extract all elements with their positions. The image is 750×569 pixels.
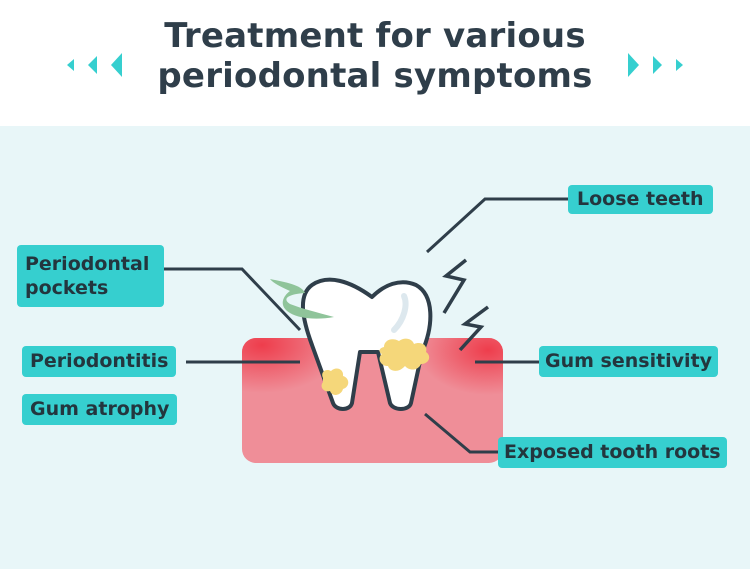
label-loose-teeth: Loose teeth bbox=[568, 185, 713, 214]
label-gum-atrophy-text: Gum atrophy bbox=[30, 398, 170, 420]
page-title: Treatment for various periodontal sympto… bbox=[125, 16, 625, 96]
odor-swirl-icon bbox=[270, 279, 334, 319]
label-exposed-tooth-roots: Exposed tooth roots bbox=[498, 437, 727, 468]
triple-chevron-left-icon bbox=[67, 53, 122, 77]
label-gum-atrophy: Gum atrophy bbox=[22, 394, 178, 425]
header: Treatment for various periodontal sympto… bbox=[0, 0, 750, 126]
label-gum-sensitivity: Gum sensitivity bbox=[539, 346, 719, 377]
label-periodontitis-text: Periodontitis bbox=[30, 350, 169, 372]
label-periodontal-pockets: Periodontal pockets bbox=[17, 245, 164, 307]
title-line-1: Treatment for various bbox=[164, 16, 586, 56]
label-gum-sensitivity-text: Gum sensitivity bbox=[545, 350, 713, 372]
plaque bbox=[321, 338, 430, 395]
label-loose-teeth-text: Loose teeth bbox=[577, 188, 704, 210]
label-periodontal-pockets-line1: Periodontal bbox=[25, 253, 150, 275]
label-periodontal-pockets-line2: pockets bbox=[25, 277, 109, 299]
leader-periodontal-pockets bbox=[164, 267, 302, 332]
leader-loose-teeth bbox=[425, 197, 568, 254]
title-line-2: periodontal symptoms bbox=[157, 56, 593, 96]
label-periodontitis: Periodontitis bbox=[22, 346, 177, 377]
crack-icon bbox=[442, 258, 490, 352]
triple-chevron-right-icon bbox=[628, 53, 683, 77]
leader-lines bbox=[164, 197, 568, 454]
leader-exposed-tooth-roots bbox=[424, 412, 498, 454]
gum bbox=[242, 338, 503, 463]
label-exposed-tooth-roots-text: Exposed tooth roots bbox=[504, 441, 721, 463]
